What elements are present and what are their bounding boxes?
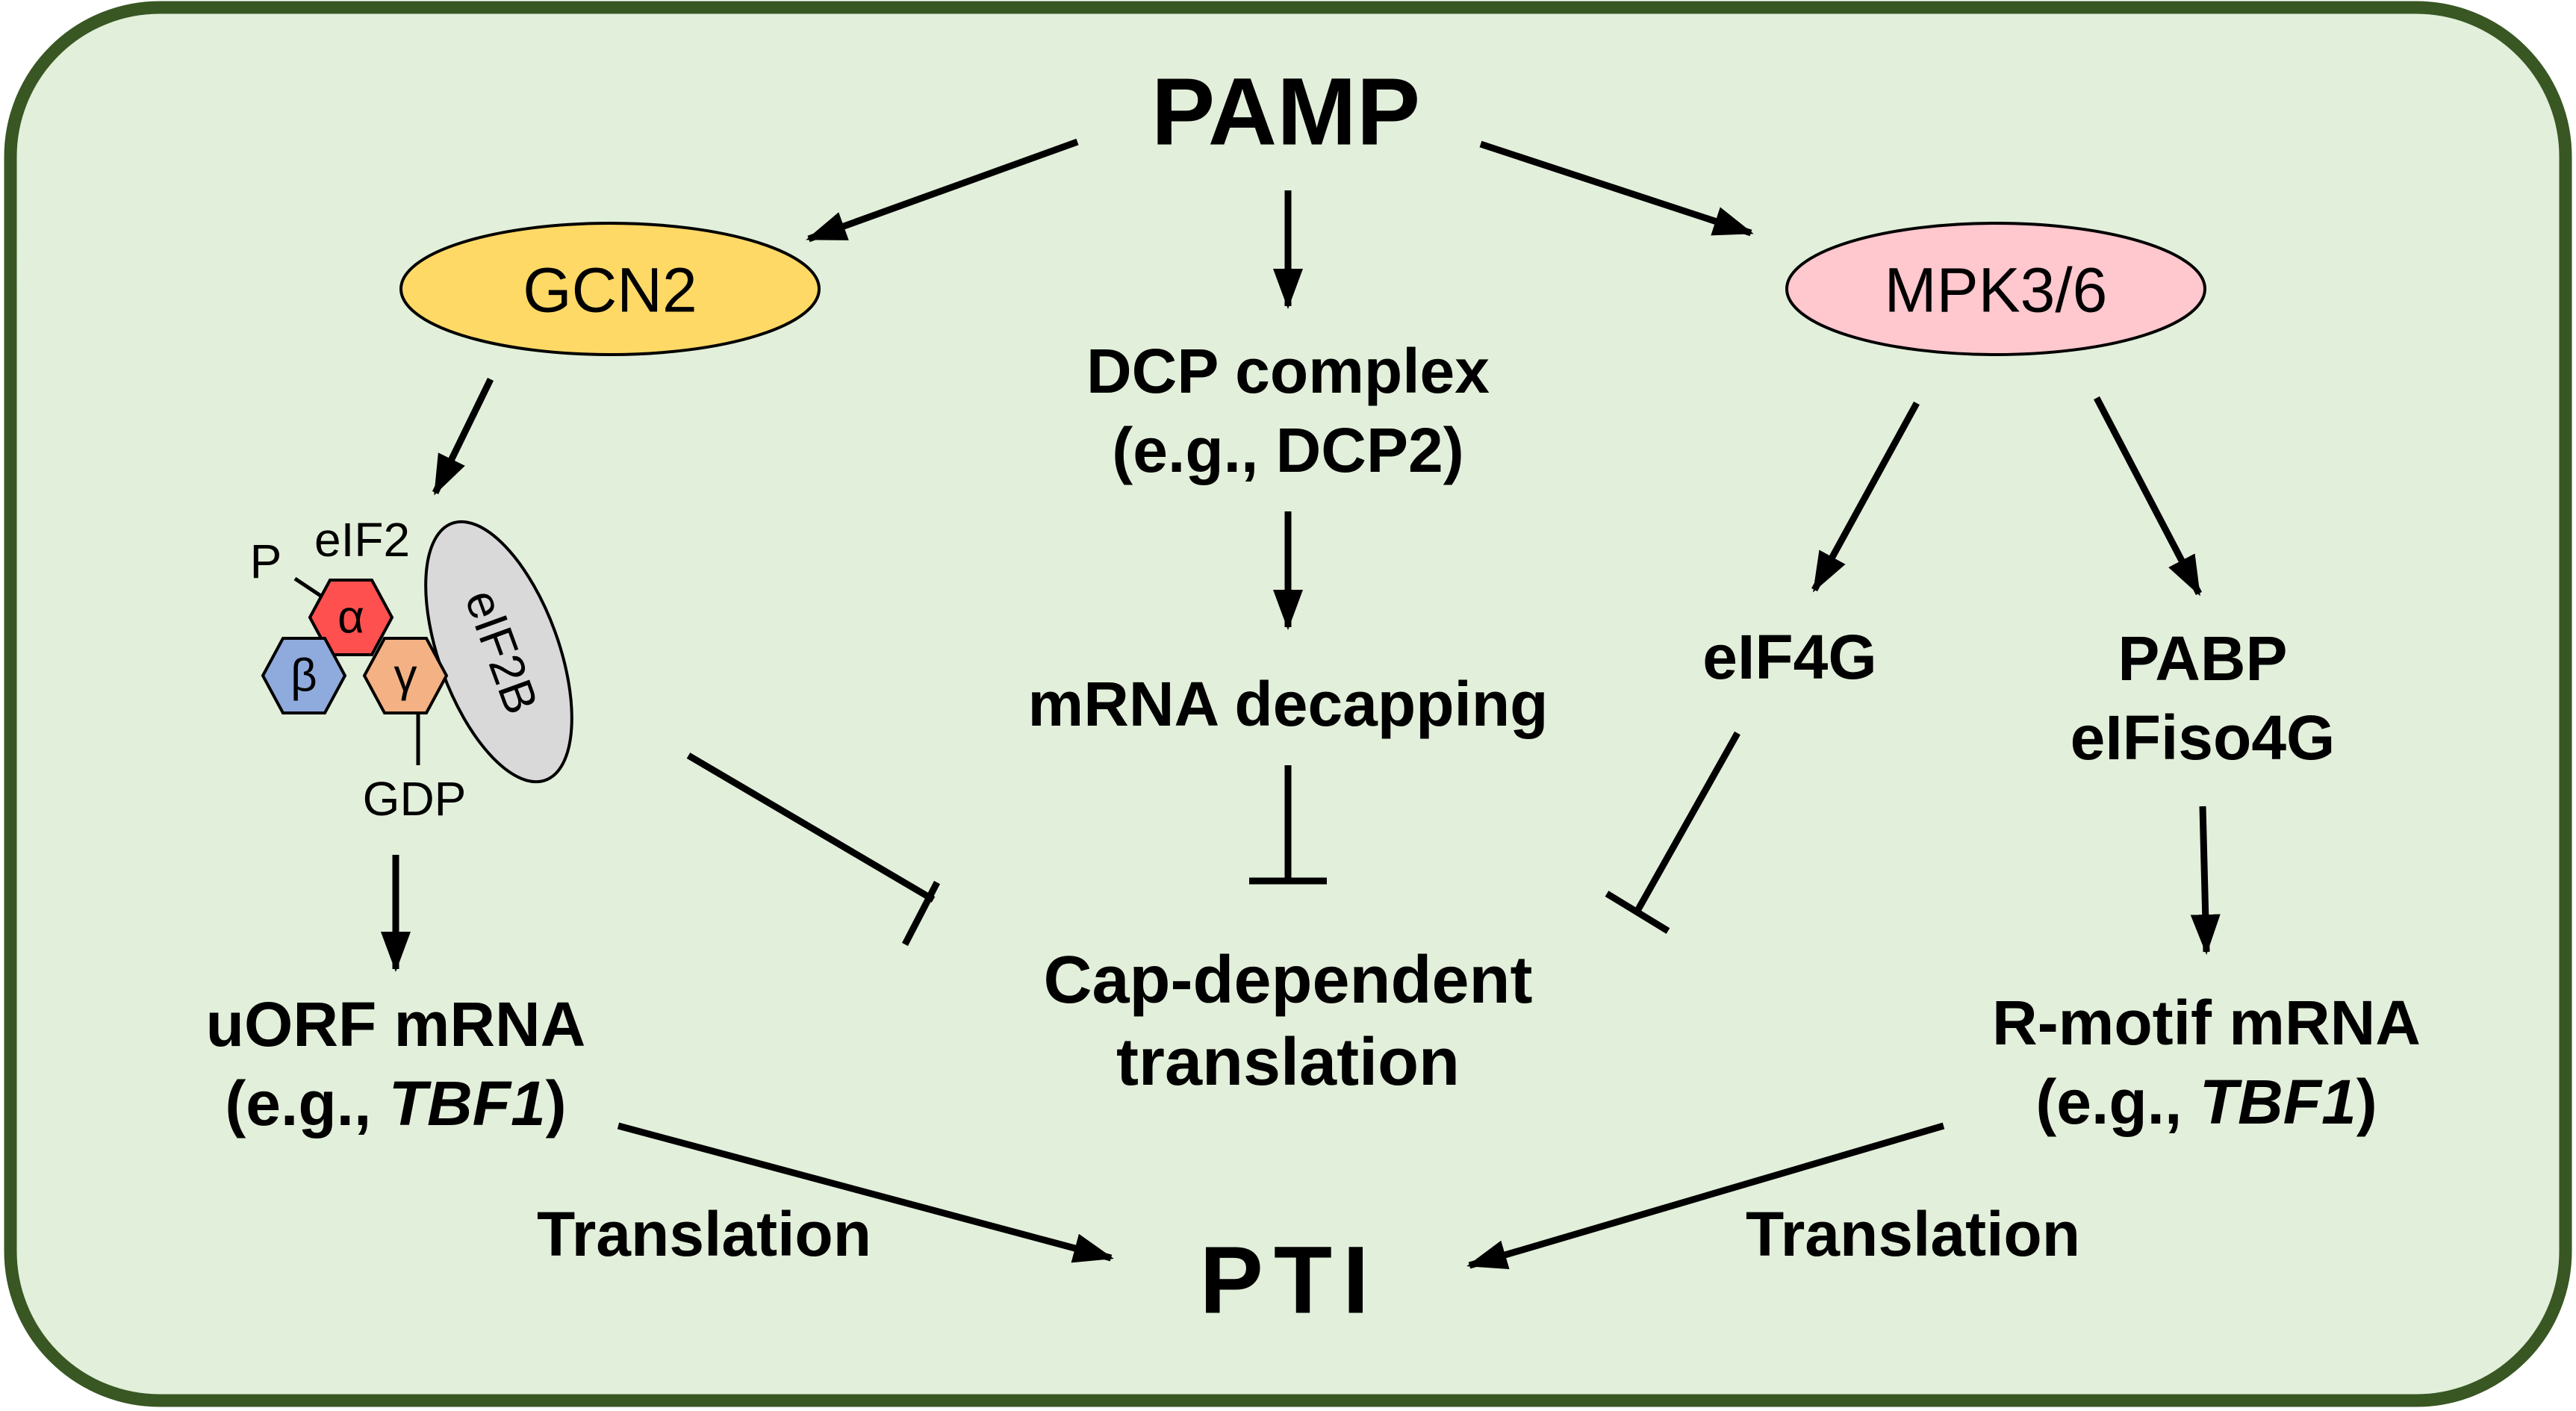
- arrow-mpk-to-eif4g: [1811, 401, 1920, 593]
- rmotif-line2: (e.g., TBF1): [1992, 1062, 2421, 1141]
- pabp-line2: eIFiso4G: [2070, 703, 2336, 773]
- inhibit-decapping-to-cap: [1249, 765, 1327, 885]
- dcp-complex-label: DCP complex (e.g., DCP2): [1086, 331, 1490, 490]
- pabp-label: PABP eIFiso4G: [2071, 619, 2336, 777]
- uorf-suffix: ): [545, 1068, 567, 1139]
- arrow-uorf-to-pti: [617, 1122, 1114, 1263]
- mpk-ellipse: [1785, 222, 2206, 356]
- translation-left-label: Translation: [536, 1199, 872, 1269]
- pabp-line1: PABP: [2118, 623, 2288, 694]
- diagram-panel: [4, 1, 2572, 1407]
- beta-subunit: [261, 637, 347, 714]
- uorf-line1: uORF mRNA: [205, 989, 586, 1059]
- gcn2-label: GCN2: [523, 255, 697, 326]
- rmotif-label: R-motif mRNA (e.g., TBF1): [1992, 983, 2421, 1141]
- cap-line2: translation: [1116, 1025, 1460, 1100]
- rmotif-suffix: ): [2356, 1067, 2377, 1137]
- pamp-label: PAMP: [1151, 58, 1421, 166]
- uorf-prefix: (e.g.,: [225, 1068, 389, 1139]
- alpha-label: α: [337, 591, 364, 644]
- dcp-line2: (e.g., DCP2): [1112, 415, 1464, 485]
- arrow-gcn2-to-eif2: [432, 378, 494, 496]
- uorf-line2: (e.g., TBF1): [206, 1064, 586, 1143]
- rmotif-prefix: (e.g.,: [2035, 1067, 2200, 1137]
- gamma-subunit: [362, 637, 449, 714]
- eif2-label: eIF2: [314, 513, 411, 567]
- uorf-gene: TBF1: [388, 1068, 546, 1139]
- eif2-complex-icon: [261, 520, 573, 784]
- pti-label: PTI: [1199, 1227, 1380, 1334]
- gcn2-ellipse: [399, 222, 821, 356]
- inhibit-eif2-to-cap: [686, 753, 940, 947]
- arrow-rmotif-to-pti: [1466, 1122, 1945, 1270]
- rmotif-line1: R-motif mRNA: [1992, 988, 2421, 1058]
- arrow-pamp-to-mpk: [1479, 140, 1754, 237]
- arrow-mpk-to-pabp: [2094, 396, 2202, 597]
- inhibit-eif4g-to-cap: [1605, 731, 1740, 934]
- rmotif-gene: TBF1: [2199, 1067, 2356, 1137]
- cap-line1: Cap-dependent: [1043, 943, 1533, 1018]
- translation-right-label: Translation: [1745, 1199, 2081, 1269]
- arrow-pabp-to-rmotif: [2190, 806, 2221, 955]
- arrow-pamp-to-gcn2: [806, 138, 1079, 243]
- mpk-label: MPK3/6: [1884, 255, 2108, 326]
- eif4g-label: eIF4G: [1702, 622, 1877, 692]
- cap-dependent-label: Cap-dependent translation: [1043, 939, 1532, 1103]
- gdp-label: GDP: [362, 772, 467, 826]
- uorf-label: uORF mRNA (e.g., TBF1): [206, 985, 586, 1143]
- gamma-label: γ: [393, 650, 417, 702]
- dcp-line1: DCP complex: [1086, 336, 1490, 406]
- beta-label: β: [290, 650, 317, 702]
- decapping-label: mRNA decapping: [1027, 669, 1549, 739]
- phospho-label: P: [249, 535, 282, 588]
